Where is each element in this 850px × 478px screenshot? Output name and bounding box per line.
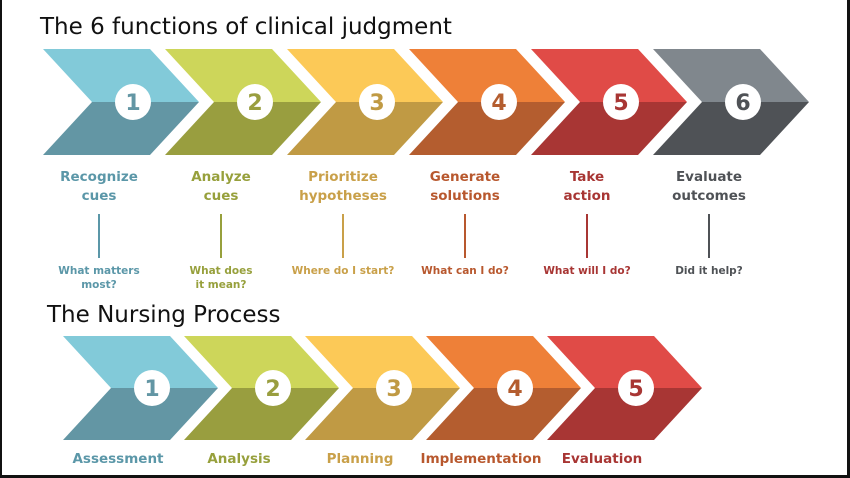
- np-step-3-label: Planning: [326, 451, 394, 467]
- cj-step-3-number: 3: [369, 91, 384, 116]
- cj-step-1-badge: [115, 84, 151, 120]
- cj-step-2-question: What does it mean?: [189, 265, 253, 291]
- np-step-4-number: 4: [507, 377, 522, 402]
- cj-step-4-number: 4: [491, 91, 506, 116]
- cj-step-6-question: Did it help?: [675, 265, 743, 277]
- cj-step-3-badge: [359, 84, 395, 120]
- cj-chevron-5-top: [531, 49, 687, 102]
- cj-step-5-question: What will I do?: [543, 265, 631, 277]
- cj-step-5-connector: [586, 214, 588, 258]
- cj-step-3-label: Prioritize hypotheses: [299, 169, 387, 204]
- cj-step-4-label: Generate solutions: [429, 169, 501, 204]
- cj-chevron-2-bottom: [165, 102, 321, 155]
- np-chevron-3-bottom: [305, 388, 460, 440]
- cj-chevron-1-top: [43, 49, 199, 102]
- cj-chevron-1-bottom: [43, 102, 199, 155]
- np-step-5-badge: [618, 370, 654, 406]
- np-chevron-5-bottom: [547, 388, 702, 440]
- np-step-2-number: 2: [265, 377, 280, 402]
- np-step-4-badge: [497, 370, 533, 406]
- np-step-2-badge: [255, 370, 291, 406]
- cj-step-3-connector: [342, 214, 344, 258]
- cj-chevron-2-top: [165, 49, 321, 102]
- np-step-5-number: 5: [628, 377, 643, 402]
- cj-step-1-label: Recognize cues: [60, 169, 138, 204]
- cj-chevron-4-top: [409, 49, 565, 102]
- np-chevron-5-top: [547, 336, 702, 388]
- cj-step-1-connector: [98, 214, 100, 258]
- cj-chevron-6-top: [653, 49, 809, 102]
- np-step-3-number: 3: [386, 377, 401, 402]
- cj-step-6-number: 6: [735, 91, 750, 116]
- cj-chevron-4-bottom: [409, 102, 565, 155]
- cj-step-5-number: 5: [613, 91, 628, 116]
- np-step-1-badge: [134, 370, 170, 406]
- np-chevron-1-bottom: [63, 388, 218, 440]
- np-chevron-3-top: [305, 336, 460, 388]
- cj-step-4-connector: [464, 214, 466, 258]
- cj-chevron-6-bottom: [653, 102, 809, 155]
- cj-step-2-connector: [220, 214, 222, 258]
- cj-step-6-label: Evaluate outcomes: [672, 169, 746, 204]
- clinical-judgment-chevrons: 1 2 3 4 5 6: [43, 49, 809, 155]
- np-chevron-4-top: [426, 336, 581, 388]
- np-step-1-label: Assessment: [72, 451, 164, 467]
- cj-step-2-number: 2: [247, 91, 262, 116]
- np-step-3-badge: [376, 370, 412, 406]
- np-chevron-2-bottom: [184, 388, 339, 440]
- cj-step-1-question: What matters most?: [58, 265, 140, 291]
- np-step-1-number: 1: [144, 377, 159, 402]
- cj-step-3-question: Where do I start?: [291, 265, 395, 277]
- cj-chevron-3-bottom: [287, 102, 443, 155]
- cj-step-5-label: Take action: [563, 169, 611, 204]
- cj-step-6-badge: [725, 84, 761, 120]
- cj-step-4-question: What can I do?: [421, 265, 509, 277]
- cj-step-4-badge: [481, 84, 517, 120]
- np-step-5-label: Evaluation: [561, 451, 643, 467]
- np-step-4-label: Implementation: [420, 451, 542, 467]
- nursing-process-title: The Nursing Process: [47, 302, 281, 328]
- np-chevron-2-top: [184, 336, 339, 388]
- clinical-judgment-title: The 6 functions of clinical judgment: [40, 14, 452, 40]
- cj-chevron-3-top: [287, 49, 443, 102]
- cj-step-6-connector: [708, 214, 710, 258]
- cj-step-5-badge: [603, 84, 639, 120]
- cj-chevron-5-bottom: [531, 102, 687, 155]
- np-chevron-4-bottom: [426, 388, 581, 440]
- nursing-process-chevrons: 1 2 3 4 5: [63, 336, 702, 440]
- np-step-2-label: Analysis: [207, 451, 271, 467]
- cj-step-1-number: 1: [125, 91, 140, 116]
- cj-step-2-badge: [237, 84, 273, 120]
- np-chevron-1-top: [63, 336, 218, 388]
- cj-step-2-label: Analyze cues: [191, 169, 251, 204]
